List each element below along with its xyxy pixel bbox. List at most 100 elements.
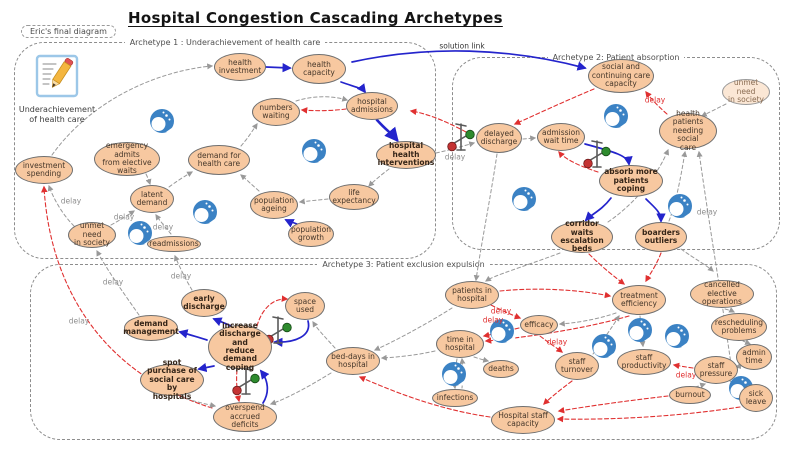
- node-staff-turnover[interactable]: staff turnover: [555, 352, 599, 380]
- node-demand-management[interactable]: demand management: [123, 315, 179, 341]
- edge-delayed-discharge-admission-wait-time: [522, 135, 537, 142]
- node-staff-pressure[interactable]: staff pressure: [694, 356, 738, 384]
- edge-treatment-efficiency-efficacy: [558, 312, 617, 327]
- snowball-icon: [604, 104, 630, 128]
- edge-population-ageing-demand-for-health-care: [240, 174, 260, 192]
- node-admission-wait-time[interactable]: admission wait time: [537, 123, 585, 151]
- node-emergency-admits[interactable]: emergency admits from elective waits: [94, 142, 160, 176]
- edge-patients-in-hospital-efficacy: [490, 304, 522, 320]
- edge-admission-wait-time-absorb-more-patients-coping: [584, 143, 633, 166]
- delay-label: delay: [490, 306, 512, 316]
- edge-demand-for-health-care-numbers-waiting: [240, 123, 258, 147]
- node-deaths[interactable]: deaths: [483, 360, 519, 378]
- node-patients-in-hospital[interactable]: patients in hospital: [445, 281, 499, 309]
- edge-increase-discharge-coping-overspend-accrued-deficits: [234, 369, 242, 403]
- author-note: Eric's final diagram: [21, 25, 116, 38]
- edge-investment-spending-health-investment: [51, 63, 214, 156]
- group-label-archetype-2: Archetype 2: Patient absorption: [547, 53, 685, 62]
- diagram-title: Hospital Congestion Cascading Archetypes: [128, 9, 503, 27]
- edge-delayed-discharge-patients-in-hospital: [473, 153, 498, 282]
- node-early-discharge[interactable]: early discharge: [181, 289, 227, 317]
- node-population-growth[interactable]: population growth: [288, 221, 334, 247]
- edge-social-care-capacity-delayed-discharge: [513, 88, 595, 125]
- edge-delayed-discharge-hospital-admissions: [409, 108, 467, 133]
- node-treatment-efficiency[interactable]: treatment efficiency: [612, 285, 666, 315]
- node-bed-days-in-hospital[interactable]: bed-days in hospital: [326, 347, 380, 375]
- node-spot-purchase-social-care[interactable]: spot purchase of social care by hospital…: [140, 358, 204, 400]
- delay-label: delay: [170, 271, 192, 281]
- group-label-archetype-1: Archetype 1 : Underachievement of health…: [124, 38, 326, 47]
- edge-spot-purchase-social-care-overspend-accrued-deficits: [180, 396, 217, 409]
- edge-increase-discharge-coping-space-used: [256, 295, 289, 327]
- delay-label: delay: [68, 316, 90, 326]
- snowball-icon: [442, 362, 468, 386]
- node-overspend-accrued-deficits[interactable]: overspend accrued deficits: [213, 402, 277, 432]
- edge-rescheduling-problems-admin-time: [742, 339, 752, 345]
- node-health-patients-needing-social-care[interactable]: health patients needing social care: [659, 109, 717, 151]
- node-boarders-outliers[interactable]: boarders outliers: [635, 222, 687, 252]
- node-unmet-need-in-society[interactable]: unmet need in society: [68, 222, 116, 248]
- edge-time-in-hospital-deaths: [473, 356, 490, 363]
- delay-label: delay: [113, 212, 135, 222]
- node-numbers-waiting[interactable]: numbers waiting: [252, 98, 300, 126]
- edge-health-investment-health-capacity: [265, 63, 292, 73]
- edge-unmet-need-in-society-investment-spending: [47, 184, 75, 227]
- node-life-expectancy[interactable]: life expectancy: [329, 184, 379, 210]
- edge-readmissions-latent-demand: [155, 214, 172, 235]
- edge-unmet-need-in-society-latent-demand: [110, 210, 135, 226]
- node-rescheduling-problems[interactable]: rescheduling problems: [711, 313, 767, 341]
- edge-staff-turnover-treatment-efficiency: [592, 314, 620, 355]
- group-archetype-1: Archetype 1 : Underachievement of health…: [14, 38, 436, 259]
- node-hospital-admissions[interactable]: hospital admissions: [346, 92, 398, 120]
- node-corridor-waits-escalation-beds[interactable]: corridor waits escalation beds: [551, 220, 613, 253]
- edge-space-used-increase-discharge-coping: [273, 320, 310, 348]
- balance-icon: [446, 123, 476, 152]
- node-admin-time[interactable]: admin time: [736, 344, 772, 370]
- node-hospital-staff-capacity[interactable]: Hospital staff capacity: [491, 406, 555, 434]
- edge-early-discharge-readmissions: [173, 254, 193, 291]
- snowball-icon: [150, 109, 176, 133]
- edge-staff-turnover-hospital-staff-capacity: [543, 380, 573, 405]
- node-social-care-capacity[interactable]: social and continuing care capacity: [588, 59, 654, 93]
- edge-patients-in-hospital-treatment-efficiency: [499, 288, 612, 299]
- edge-health-capacity-social-care-capacity: [351, 50, 587, 71]
- node-readmissions[interactable]: readmissions: [147, 236, 201, 252]
- edge-boarders-outliers-treatment-efficiency: [645, 252, 662, 283]
- edge-hospital-health-interventions-life-expectancy: [368, 168, 390, 187]
- node-health-capacity[interactable]: health capacity: [292, 54, 346, 84]
- node-hospital-health-interventions[interactable]: hospital health interventions: [376, 141, 436, 169]
- edge-time-in-hospital-bed-days-in-hospital: [380, 350, 436, 361]
- node-unmet-need-in-society-2[interactable]: unmet need in society: [722, 79, 770, 105]
- node-infections[interactable]: infections: [432, 389, 478, 407]
- edge-burnout-hospital-staff-capacity: [557, 395, 669, 414]
- snowball-icon: [665, 324, 691, 348]
- node-sick-leave[interactable]: sick leave: [739, 384, 773, 412]
- snowball-icon: [512, 187, 538, 211]
- node-demand-for-health-care[interactable]: demand for health care: [188, 145, 250, 175]
- node-staff-productivity[interactable]: staff productivity: [617, 349, 671, 375]
- node-absorb-more-patients-coping[interactable]: absorb more patients coping: [599, 165, 663, 197]
- edge-cancelled-elective-operations-rescheduling-problems: [724, 307, 736, 313]
- delay-label: delay: [696, 207, 718, 217]
- node-increase-discharge-coping[interactable]: increase discharge and reduce demand cop…: [208, 321, 272, 371]
- delay-label: delay: [482, 315, 504, 325]
- node-health-investment[interactable]: health investment: [214, 53, 266, 81]
- node-burnout[interactable]: burnout: [669, 386, 711, 404]
- node-latent-demand[interactable]: latent demand: [130, 185, 174, 213]
- node-investment-spending[interactable]: investment spending: [15, 156, 73, 184]
- node-cancelled-elective-operations[interactable]: cancelled elective operations: [690, 280, 754, 308]
- group-archetype-3: Archetype 3: Patient exclusion expulsion: [30, 260, 777, 440]
- node-efficacy[interactable]: efficacy: [520, 315, 558, 335]
- node-delayed-discharge[interactable]: delayed discharge: [476, 123, 522, 153]
- edge-health-capacity-hospital-admissions: [340, 81, 367, 94]
- node-time-in-hospital[interactable]: time in hospital: [436, 330, 484, 358]
- node-population-ageing[interactable]: population ageing: [250, 191, 298, 219]
- edge-efficacy-staff-turnover: [539, 335, 564, 353]
- edge-hospital-admissions-numbers-waiting: [300, 107, 347, 114]
- edge-numbers-waiting-hospital-admissions: [295, 95, 349, 102]
- node-space-used[interactable]: space used: [285, 292, 325, 320]
- delay-label: delay: [152, 222, 174, 232]
- delay-label: delay: [444, 152, 466, 162]
